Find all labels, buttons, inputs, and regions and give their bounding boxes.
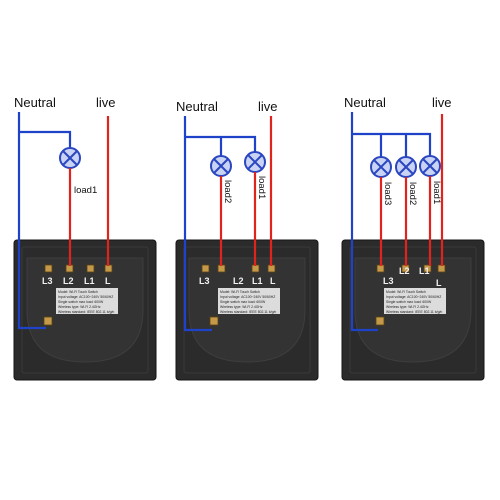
spec-line: Input voltage: AC100~240V 50/60HZ: [220, 295, 275, 299]
switch-panel: Model: Wi-Fi Touch Switch Input voltage:…: [13, 239, 157, 381]
spec-label: [384, 288, 446, 314]
terminal-label-l3: L3: [42, 276, 53, 286]
load-label-2: load2: [407, 182, 418, 205]
terminal-label-l: L: [270, 276, 276, 286]
spec-line: Input voltage: AC100~240V 50/60HZ: [58, 295, 113, 299]
live-label: live: [96, 95, 116, 110]
switch-panel: Model: Wi-Fi Touch Switch Input voltage:…: [175, 239, 319, 381]
spec-line: Model: Wi-Fi Touch Switch: [386, 290, 426, 294]
lamp-icon: [59, 147, 81, 169]
load-label-1: load1: [74, 185, 97, 196]
live-wire: [219, 116, 273, 266]
switch-panel: Model: Wi-Fi Touch Switch Input voltage:…: [341, 239, 485, 381]
diagram-2-gang: Model: Wi-Fi Touch Switch Input voltage:…: [175, 99, 319, 381]
live-label: live: [432, 95, 452, 110]
terminal-label-l2: L2: [63, 276, 74, 286]
spec-line: Wireless standard: IEEE 802.11 b/g/n: [386, 310, 442, 314]
spec-line: Wireless type: Wi-Fi 2.4GHz: [58, 305, 101, 309]
load-label-2: load2: [222, 180, 233, 203]
neutral-wire: [350, 112, 432, 332]
load-label-3: load3: [382, 182, 393, 205]
lamp-icon: [210, 155, 232, 177]
spec-line: Input voltage: AC100~240V 50/60HZ: [386, 295, 441, 299]
diagram-1-gang: Model: Wi-Fi Touch Switch Input voltage:…: [13, 95, 157, 381]
terminal-label-l: L: [105, 276, 111, 286]
terminal-label-l: L: [436, 278, 442, 288]
lamp-icon: [419, 155, 441, 177]
neutral-label: Neutral: [176, 99, 218, 114]
terminal-label-l1: L1: [252, 276, 263, 286]
lamp-icon: [244, 151, 266, 173]
spec-line: Model: Wi-Fi Touch Switch: [220, 290, 260, 294]
terminal-label-l1: L1: [419, 266, 430, 276]
spec-line: Wireless type: Wi-Fi 2.4GHz: [220, 305, 263, 309]
terminal-label-l3: L3: [199, 276, 210, 286]
neutral-label: Neutral: [344, 95, 386, 110]
diagram-3-gang: Model: Wi-Fi Touch Switch Input voltage:…: [341, 95, 485, 381]
spec-line: Single switch max load: 600W: [220, 300, 266, 304]
neutral-wire: [17, 112, 72, 330]
terminal-label-l1: L1: [84, 276, 95, 286]
spec-line: Model: Wi-Fi Touch Switch: [58, 290, 98, 294]
terminal-label-l3: L3: [383, 276, 394, 286]
terminal-label-l2: L2: [233, 276, 244, 286]
live-wire: [379, 114, 444, 266]
terminal-label-l2: L2: [399, 266, 410, 276]
lamp-icon: [395, 156, 417, 178]
load-label-1: load1: [431, 181, 442, 204]
spec-label: [56, 288, 118, 314]
neutral-label: Neutral: [14, 95, 56, 110]
neutral-wire: [183, 116, 257, 332]
live-label: live: [258, 99, 278, 114]
spec-line: Wireless standard: IEEE 802.11 b/g/n: [58, 310, 114, 314]
spec-line: Single switch max load: 600W: [386, 300, 432, 304]
lamp-icon: [370, 156, 392, 178]
load-label-1: load1: [256, 176, 267, 199]
spec-line: Wireless type: Wi-Fi 2.4GHz: [386, 305, 429, 309]
spec-line: Wireless standard: IEEE 802.11 b/g/n: [220, 310, 276, 314]
spec-label: [218, 288, 280, 314]
live-wire: [68, 116, 110, 266]
spec-line: Single switch max load: 600W: [58, 300, 104, 304]
